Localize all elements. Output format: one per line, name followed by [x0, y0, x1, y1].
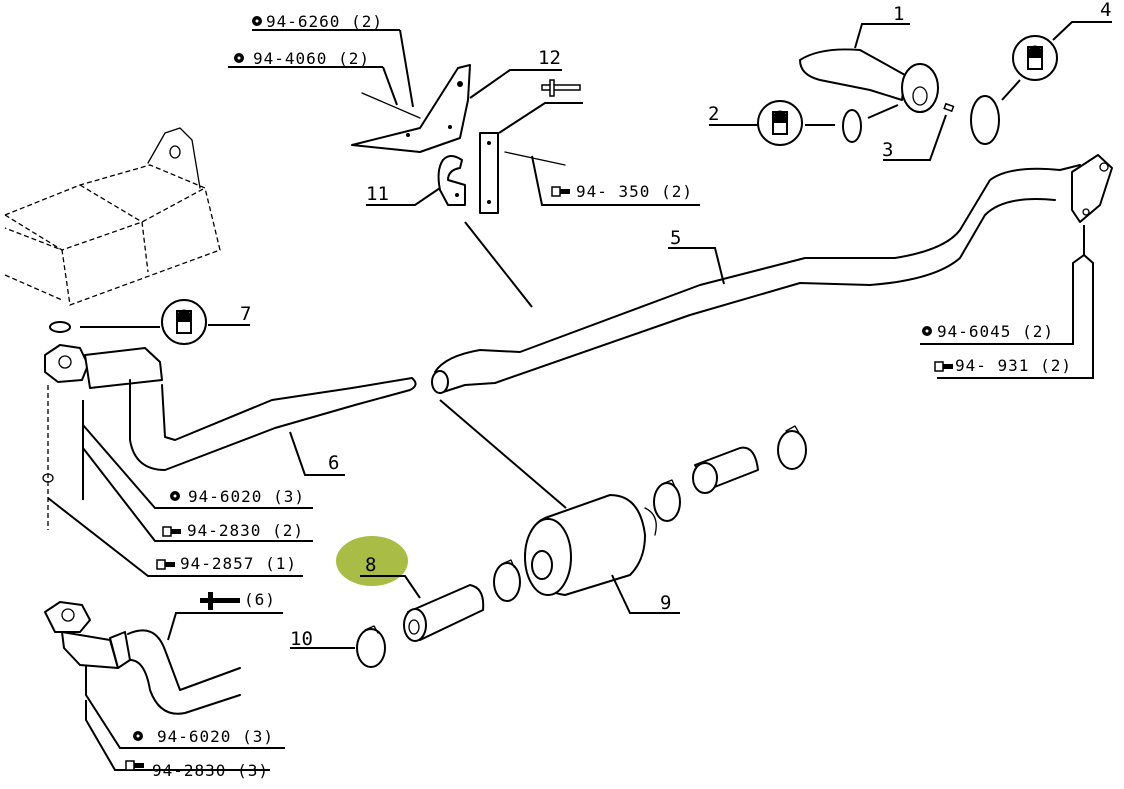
hose-clamp[interactable] [777, 425, 807, 470]
callout-9[interactable]: 9 [660, 592, 671, 614]
part-9-silencer[interactable] [524, 494, 657, 596]
callout-4[interactable]: 4 [1100, 0, 1111, 21]
part-8-hose[interactable] [403, 584, 485, 642]
bolt-icon [934, 361, 953, 372]
hose-clamp[interactable] [493, 559, 521, 602]
callout-6[interactable]: 6 [328, 452, 339, 474]
bolt-icon [551, 186, 570, 197]
callout-11[interactable]: 11 [366, 183, 389, 205]
nut-icon [234, 53, 244, 63]
callout-2[interactable]: 2 [708, 103, 719, 125]
ref-94-2830-b[interactable]: 94-2830 (3) [152, 761, 269, 780]
part-6-front-pipe[interactable] [44, 344, 417, 471]
part-1-outlet-tip[interactable] [799, 48, 939, 113]
nut-icon [133, 731, 143, 741]
replace-gasket-icon [176, 309, 192, 334]
replace-gasket-icon [772, 110, 788, 135]
ref-94-6045[interactable]: 94-6045 (2) [937, 322, 1054, 341]
callout-8[interactable]: 8 [365, 554, 376, 576]
ref-94-350[interactable]: 94- 350 (2) [576, 182, 693, 201]
ref-94-931[interactable]: 94- 931 (2) [955, 356, 1072, 375]
nut-icon [170, 491, 180, 501]
part-7-gasket[interactable] [49, 299, 250, 345]
callout-3[interactable]: 3 [882, 139, 893, 161]
nut-icon [252, 16, 262, 26]
nut-icon [922, 326, 932, 336]
ref-94-6260[interactable]: 94-6260 (2) [266, 12, 383, 31]
ref-94-4060[interactable]: 94-4060 (2) [253, 49, 370, 68]
alt-front-pipe[interactable] [44, 601, 241, 715]
engine-muffler-box [4, 127, 221, 306]
ref-94-2830-a[interactable]: 94-2830 (2) [187, 521, 304, 540]
callout-1[interactable]: 1 [893, 3, 904, 25]
strap-plate[interactable] [479, 132, 499, 214]
callout-10[interactable]: 10 [290, 628, 313, 650]
ref-94-2857[interactable]: 94-2857 (1) [180, 554, 297, 573]
ref-see-6[interactable]: (6) [244, 590, 276, 609]
hose-clamp[interactable] [653, 479, 681, 522]
part-3-pin[interactable] [943, 102, 955, 113]
replace-gasket-icon [1027, 45, 1043, 70]
callout-12[interactable]: 12 [538, 47, 561, 69]
part-2-gasket[interactable] [709, 100, 899, 146]
connector-hose[interactable] [692, 446, 759, 494]
bolt-icon [162, 526, 181, 537]
highlight-marker [336, 536, 408, 586]
ref-94-6020-a[interactable]: 94-6020 (3) [188, 487, 305, 506]
callout-5[interactable]: 5 [670, 227, 681, 249]
ref-94-6020-b[interactable]: 94-6020 (3) [157, 727, 274, 746]
bolt-icon [156, 559, 175, 570]
part-11-clip[interactable] [437, 155, 466, 206]
callout-7[interactable]: 7 [240, 303, 251, 325]
part-4-gasket[interactable] [970, 21, 1112, 145]
part-5-tailpipe[interactable] [431, 154, 1113, 394]
part-10-clamp[interactable] [356, 625, 386, 668]
cross-reference-icon [541, 79, 581, 97]
bolt-icon [125, 760, 144, 771]
part-12-bracket[interactable] [351, 64, 471, 153]
cross-reference-icon [200, 592, 240, 610]
